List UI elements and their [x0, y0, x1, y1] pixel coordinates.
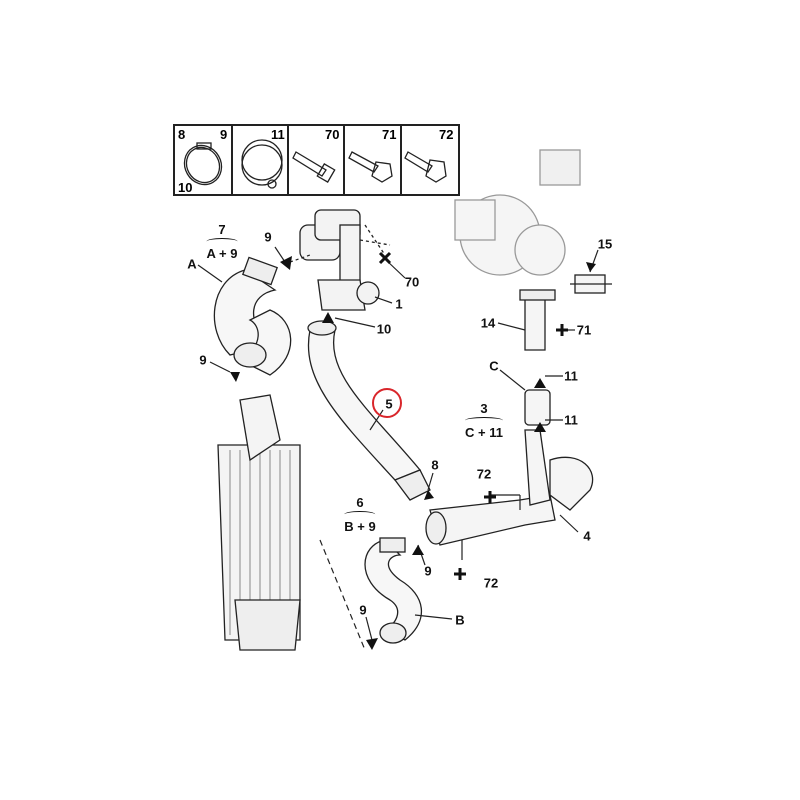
- callout-1: 1: [395, 296, 403, 312]
- legend-num-11: 11: [271, 127, 285, 142]
- callout-5-highlighted: 5: [385, 396, 393, 412]
- callout-15: 15: [597, 236, 613, 252]
- part-c-sleeve: [524, 389, 551, 426]
- callout-a: A: [187, 256, 197, 272]
- part-5-hose: [307, 320, 431, 501]
- callout-14: 14: [480, 315, 496, 331]
- part-4-pipe: [425, 429, 594, 546]
- callout-b: B: [455, 612, 465, 628]
- callout-11: 11: [564, 368, 578, 384]
- kit-6: 6 B + 9: [344, 495, 376, 534]
- legend-num-9: 9: [220, 127, 228, 142]
- kit-7: 7 A + 9: [206, 222, 238, 261]
- callout-8: 8: [431, 457, 439, 473]
- kit-number: 7: [218, 222, 226, 237]
- highlight-circle: [372, 388, 402, 418]
- hose-a: [213, 256, 292, 376]
- turbocharger: [454, 149, 581, 276]
- callout-c: C: [489, 358, 499, 374]
- socket-cap-bolt-icon: [292, 151, 336, 183]
- legend-num-10: 10: [178, 180, 193, 195]
- callout-9: 9: [199, 352, 207, 368]
- kit-number: 6: [356, 495, 364, 510]
- hose-clamp-icon: [183, 142, 223, 186]
- kit-3: 3 C + 11: [465, 401, 503, 440]
- band-clamp-icon: [241, 139, 283, 189]
- callout-9: 9: [359, 602, 367, 618]
- part-15-gasket: [570, 274, 612, 294]
- legend-num-8: 8: [178, 127, 186, 142]
- callout-9: 9: [424, 563, 432, 579]
- kit-content: A + 9: [206, 246, 238, 261]
- kit-content: B + 9: [344, 519, 376, 534]
- legend-num-70: 70: [325, 127, 340, 142]
- legend-table: [173, 124, 460, 196]
- arrowheads: [230, 256, 596, 650]
- hose-b: [364, 537, 422, 644]
- callout-4: 4: [583, 528, 591, 544]
- leader-lines: [197, 246, 599, 651]
- callout-70: 70: [404, 274, 420, 290]
- kit-content: C + 11: [465, 425, 503, 440]
- callout-10: 10: [376, 321, 392, 337]
- part-1-air-housing: [299, 209, 391, 311]
- kit-number: 3: [480, 401, 488, 416]
- intercooler: [217, 394, 301, 651]
- callout-72: 72: [483, 575, 499, 591]
- callout-72: 72: [476, 466, 492, 482]
- callout-9: 9: [264, 229, 272, 245]
- part-14-pipe: [519, 289, 556, 351]
- callout-11: 11: [564, 412, 578, 428]
- hex-flange-bolt-icon: [348, 151, 393, 183]
- legend-num-72: 72: [439, 127, 454, 142]
- hex-bolt-icon: [404, 151, 447, 183]
- callout-71: 71: [576, 322, 592, 338]
- cross-markers: [378, 251, 568, 580]
- legend-num-71: 71: [382, 127, 397, 142]
